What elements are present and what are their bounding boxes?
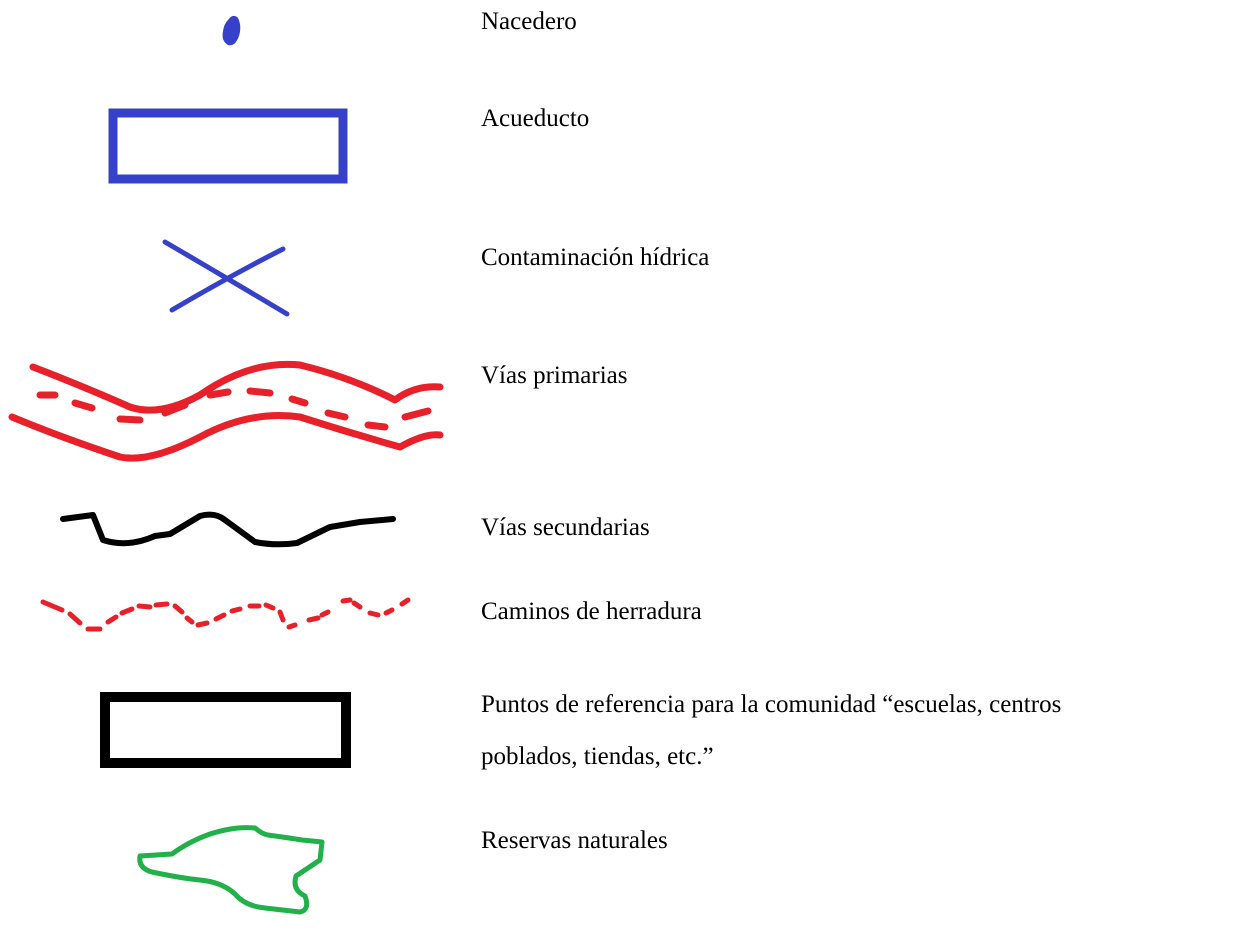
legend-label-vias-primarias: Vías primarias <box>481 362 628 389</box>
reference-point-rectangle-icon <box>0 670 470 800</box>
aqueduct-rectangle-icon <box>0 95 470 195</box>
legend-item-puntos-de-referencia: Puntos de referencia para la comunidad “… <box>0 670 1234 800</box>
legend-label-line: poblados, tiendas, etc.” <box>481 743 714 770</box>
legend-label-reservas-naturales: Reservas naturales <box>481 827 668 854</box>
legend-item-acueducto: Acueducto <box>0 95 1234 195</box>
legend-item-contaminacion-hidrica: Contaminación hídrica <box>0 232 1234 322</box>
legend-item-vias-secundarias: Vías secundarias <box>0 502 1234 562</box>
legend-item-vias-primarias: Vías primarias <box>0 355 1234 470</box>
legend-label-contaminacion-hidrica: Contaminación hídrica <box>481 244 710 271</box>
legend-label-vias-secundarias: Vías secundarias <box>481 514 650 541</box>
nature-reserve-outline-icon <box>0 820 470 932</box>
legend-item-nacedero: Nacedero <box>0 0 1234 70</box>
legend-item-reservas-naturales: Reservas naturales <box>0 820 1234 932</box>
legend-label-caminos-de-herradura: Caminos de herradura <box>481 598 702 625</box>
bridle-path-icon <box>0 585 470 645</box>
water-contamination-x-icon <box>0 232 470 322</box>
legend-item-caminos-de-herradura: Caminos de herradura <box>0 585 1234 645</box>
legend-label-acueducto: Acueducto <box>481 105 590 132</box>
secondary-road-icon <box>0 502 470 562</box>
spring-dot-icon <box>0 0 470 70</box>
primary-road-icon <box>0 355 470 470</box>
legend-label-puntos-de-referencia: Puntos de referencia para la comunidad “… <box>481 679 1061 783</box>
legend-label-line: Puntos de referencia para la comunidad “… <box>481 691 1062 718</box>
legend-label-nacedero: Nacedero <box>481 8 577 35</box>
